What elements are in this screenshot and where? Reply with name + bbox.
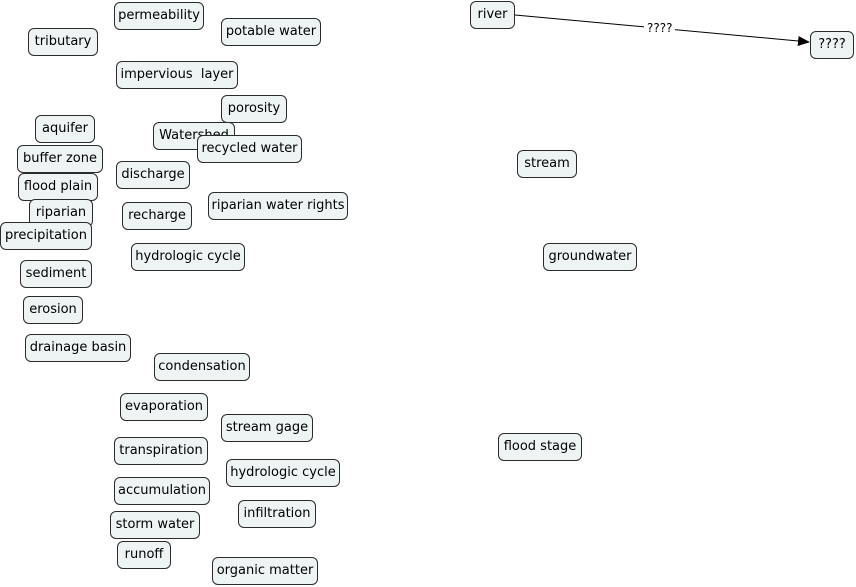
concept-hydrologic-cycle[interactable]: hydrologic cycle [131,243,245,271]
concept-river[interactable]: river [470,1,515,29]
concept-accumulation[interactable]: accumulation [114,477,210,505]
concept-unknown[interactable]: ???? [810,31,854,59]
concept-recycled-water[interactable]: recycled water [197,135,302,163]
concept-buffer-zone[interactable]: buffer zone [17,145,103,173]
concept-precipitation[interactable]: precipitation [0,222,92,250]
concept-storm-water[interactable]: storm water [110,511,200,539]
concept-groundwater[interactable]: groundwater [543,243,637,271]
concept-infiltration[interactable]: infiltration [238,500,316,528]
concept-hydrologic-cycle-2[interactable]: hydrologic cycle [226,459,340,487]
concept-impervious-layer[interactable]: impervious layer [116,61,238,89]
concept-drainage-basin[interactable]: drainage basin [25,334,131,362]
concept-tributary[interactable]: tributary [28,28,98,56]
concept-organic-matter[interactable]: organic matter [212,557,318,585]
concept-recharge[interactable]: recharge [122,202,192,230]
concept-stream-gage[interactable]: stream gage [221,414,313,442]
concept-discharge[interactable]: discharge [116,161,190,189]
concept-potable-water[interactable]: potable water [221,18,321,46]
concept-stream[interactable]: stream [517,150,577,178]
concept-riparian-water-rights[interactable]: riparian water rights [208,192,348,220]
edge-label-river-to-unknown[interactable]: ???? [644,20,676,36]
concept-permeability[interactable]: permeability [114,2,204,30]
concept-runoff[interactable]: runoff [117,541,171,569]
concept-condensation[interactable]: condensation [154,353,250,381]
concept-porosity[interactable]: porosity [221,95,287,123]
concept-sediment[interactable]: sediment [20,260,92,288]
concept-erosion[interactable]: erosion [23,296,83,324]
concept-transpiration[interactable]: transpiration [114,437,208,465]
concept-flood-plain[interactable]: flood plain [18,173,98,201]
concept-flood-stage[interactable]: flood stage [498,433,582,461]
concept-aquifer[interactable]: aquifer [35,115,95,143]
concept-evaporation[interactable]: evaporation [120,393,208,421]
